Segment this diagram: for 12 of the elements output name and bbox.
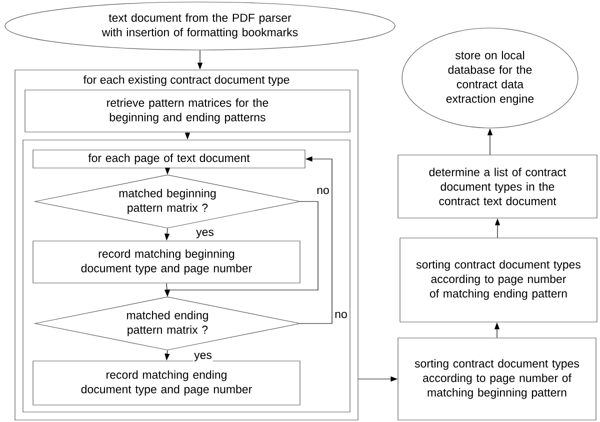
- process-box: determine a list of contract document types in the contract text document: [398, 154, 598, 218]
- process-box: for each page of text document: [32, 150, 306, 168]
- process-box: record matching beginning document type and page number: [32, 240, 300, 284]
- process-box: sorting contract document types according to page number of matching ending pattern: [400, 238, 598, 322]
- edge-label: yes: [193, 352, 213, 362]
- edge-label: no: [316, 186, 330, 196]
- process-box: sorting contract document types according to page number of matching beginning pattern: [398, 338, 596, 420]
- loop-frame: [22, 140, 350, 412]
- process-box: retrieve pattern matrices for the beginning and ending patterns: [24, 90, 350, 132]
- edge-label: yes: [195, 228, 215, 240]
- edge-label: no: [334, 310, 348, 320]
- process-box: record matching ending document type and page number: [32, 360, 300, 406]
